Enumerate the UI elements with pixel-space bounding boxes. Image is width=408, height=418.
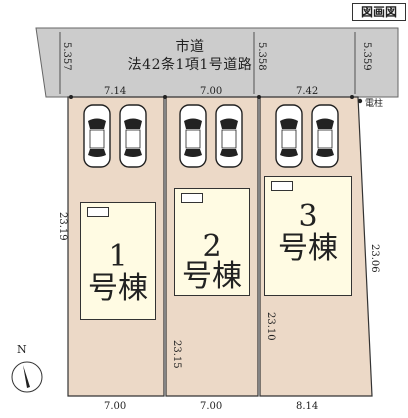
house-notch: [181, 193, 203, 203]
road-area: [35, 27, 399, 98]
house-suffix: 号棟: [88, 271, 148, 306]
north-compass-icon: N: [7, 343, 47, 395]
utility-pole-label: 電柱: [365, 99, 384, 109]
house-number: 3: [298, 199, 318, 234]
house-suffix: 号棟: [182, 259, 242, 294]
house-1: 1 号棟: [80, 202, 156, 320]
road-width-label: 5.359: [361, 42, 372, 71]
side-depth-label: 23.10: [265, 312, 276, 341]
house-notch: [87, 207, 109, 217]
frontage-label: 7.42: [296, 86, 319, 97]
road-width-label: 5.358: [256, 42, 267, 71]
house-2: 2 号棟: [174, 188, 250, 296]
utility-pole-icon: [357, 98, 363, 104]
car-icon: [179, 104, 207, 168]
house-number: 1: [108, 239, 128, 274]
parking-cars: [83, 104, 339, 168]
road-classification: 法42条1項1号道路: [127, 57, 253, 73]
house-notch: [271, 181, 293, 191]
boundary-marker: [163, 95, 167, 99]
car-icon: [311, 104, 339, 168]
house-suffix: 号棟: [278, 231, 338, 266]
header-label: 図画図: [352, 3, 406, 21]
road-width-label: 5.357: [61, 42, 72, 71]
house-number: 2: [202, 229, 222, 264]
car-icon: [119, 104, 147, 168]
rear-width-label: 7.00: [104, 401, 127, 412]
boundary-marker: [257, 95, 261, 99]
rear-width-label: 7.00: [200, 401, 223, 412]
road-name: 市道: [175, 39, 205, 55]
boundary-marker: [69, 95, 73, 99]
boundary-marker: [350, 95, 354, 99]
rear-width-label: 8.14: [296, 401, 319, 412]
frontage-label: 7.00: [200, 86, 223, 97]
car-icon: [83, 104, 111, 168]
car-icon: [215, 104, 243, 168]
car-icon: [275, 104, 303, 168]
side-depth-label: 23.06: [369, 244, 380, 273]
side-depth-label: 23.15: [171, 340, 182, 369]
compass-label: N: [17, 343, 27, 356]
frontage-label: 7.14: [104, 86, 127, 97]
house-3: 3 号棟: [264, 176, 352, 296]
side-depth-label: 23.19: [57, 212, 68, 241]
